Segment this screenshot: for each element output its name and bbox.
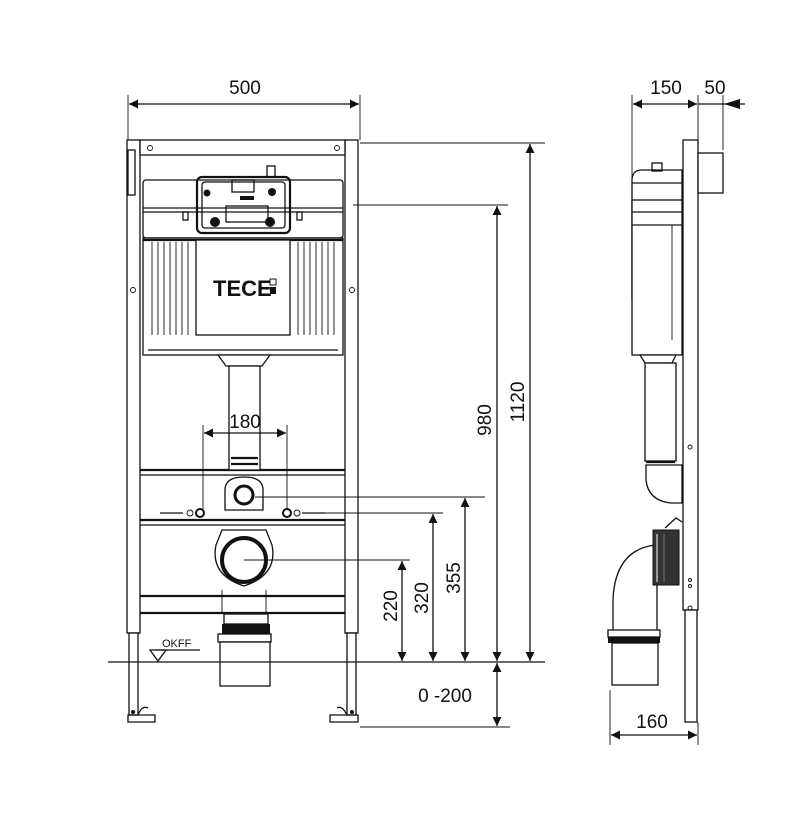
side-view: 150 50 160 <box>607 78 745 745</box>
dim-depth-150: 150 <box>650 78 682 99</box>
okff-label: OKFF <box>162 638 192 650</box>
dim-connection-height: 355 <box>444 562 465 594</box>
dim-flush-height: 980 <box>475 404 496 436</box>
dim-total-height: 1120 <box>508 382 529 423</box>
floor-level-mark: OKFF <box>108 638 545 663</box>
brand-logo: TECE <box>213 276 272 301</box>
cistern: TECE <box>142 165 344 356</box>
cistern-ribs <box>151 242 335 335</box>
water-connection <box>160 476 325 518</box>
dim-outlet-height: 220 <box>381 590 402 622</box>
dim-width-500: 500 <box>229 78 261 99</box>
front-view: TECE <box>108 78 545 728</box>
dim-stud-spacing: 180 <box>229 412 261 433</box>
side-dimensions: 150 50 160 <box>609 78 745 745</box>
dim-stud-height: 320 <box>412 582 433 614</box>
frame <box>126 139 359 723</box>
dim-panel-offset-50: 50 <box>704 78 725 99</box>
dim-leg-adjust: 0 -200 <box>418 686 472 707</box>
dim-outlet-depth-160: 160 <box>636 712 668 733</box>
flush-pipe <box>216 354 272 471</box>
front-dimensions: 500 180 1120 980 355 320 220 0 -200 <box>127 78 545 728</box>
